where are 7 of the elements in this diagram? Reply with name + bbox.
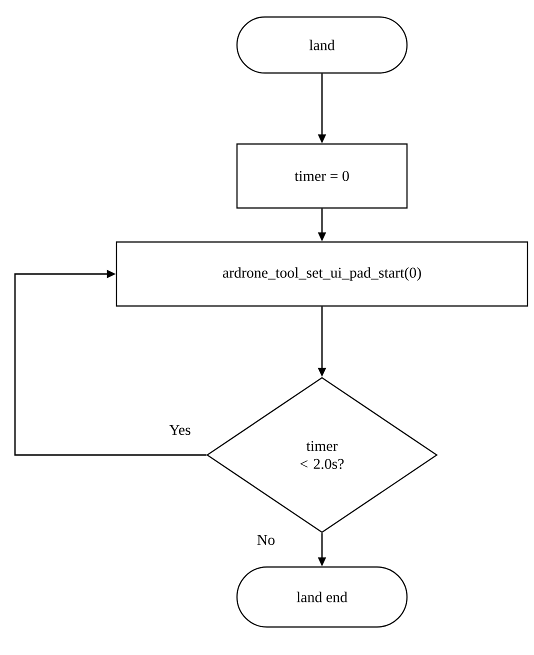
terminal-box: land end: [236, 566, 408, 628]
edge-label: Yes: [168, 424, 192, 436]
arrow: [14, 270, 206, 456]
terminal-box: land: [236, 16, 408, 74]
process-box: timer = 0: [236, 143, 408, 209]
process-box: ardrone_tool_set_ui_pad_start(0): [116, 241, 528, 307]
edge-label: No: [256, 534, 276, 546]
